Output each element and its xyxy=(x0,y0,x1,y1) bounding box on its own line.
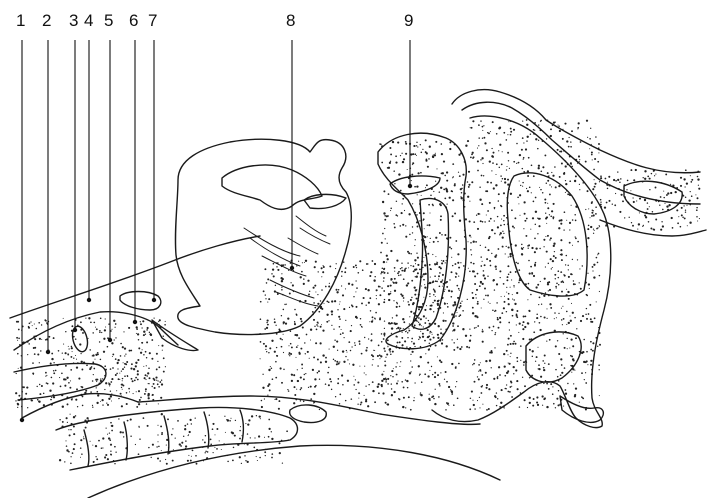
label-7-text: 7 xyxy=(148,11,157,30)
vertebral-column-outline xyxy=(56,407,298,470)
label-3-text: 3 xyxy=(69,11,78,30)
label-5: 5 xyxy=(104,11,113,342)
stipple-left-lobes xyxy=(15,317,166,408)
label-4: 4 xyxy=(84,11,93,302)
right-lower-chamber xyxy=(526,332,581,382)
central-large-structure xyxy=(175,139,351,334)
label-8-text: 8 xyxy=(286,11,295,30)
right-base-process xyxy=(560,396,603,422)
label-2-text: 2 xyxy=(42,11,51,30)
stipple-right-mass xyxy=(469,119,601,411)
upper-lobe-outline xyxy=(14,312,178,350)
central-striations xyxy=(244,216,330,306)
label-6-text: 6 xyxy=(129,11,138,30)
label-4-text: 4 xyxy=(84,11,93,30)
label-3: 3 xyxy=(69,11,78,332)
basal-sweep-line xyxy=(88,445,500,498)
stipple-central-band xyxy=(259,259,459,411)
label-8: 8 xyxy=(286,11,295,270)
lower-floor-outline xyxy=(138,396,480,424)
right-bone-mass xyxy=(432,116,611,428)
small-lower-ossicle xyxy=(290,405,327,423)
label-9-text: 9 xyxy=(404,11,413,30)
right-cavity-outline xyxy=(507,173,587,296)
label-1: 1 xyxy=(16,11,25,422)
label-1-text: 1 xyxy=(16,11,25,30)
label-9: 9 xyxy=(404,11,413,188)
label-2: 2 xyxy=(42,11,51,354)
arch-inner-lumen xyxy=(390,176,440,194)
label-5-text: 5 xyxy=(104,11,113,30)
outline-drawing xyxy=(10,90,706,498)
central-small-process xyxy=(304,194,346,208)
label-group: 1 2 3 4 5 6 7 xyxy=(16,11,413,422)
central-inner-cavity xyxy=(222,165,322,209)
label-7: 7 xyxy=(148,11,157,302)
small-oval-structure xyxy=(70,325,90,354)
middle-lobe-outline xyxy=(14,363,106,400)
